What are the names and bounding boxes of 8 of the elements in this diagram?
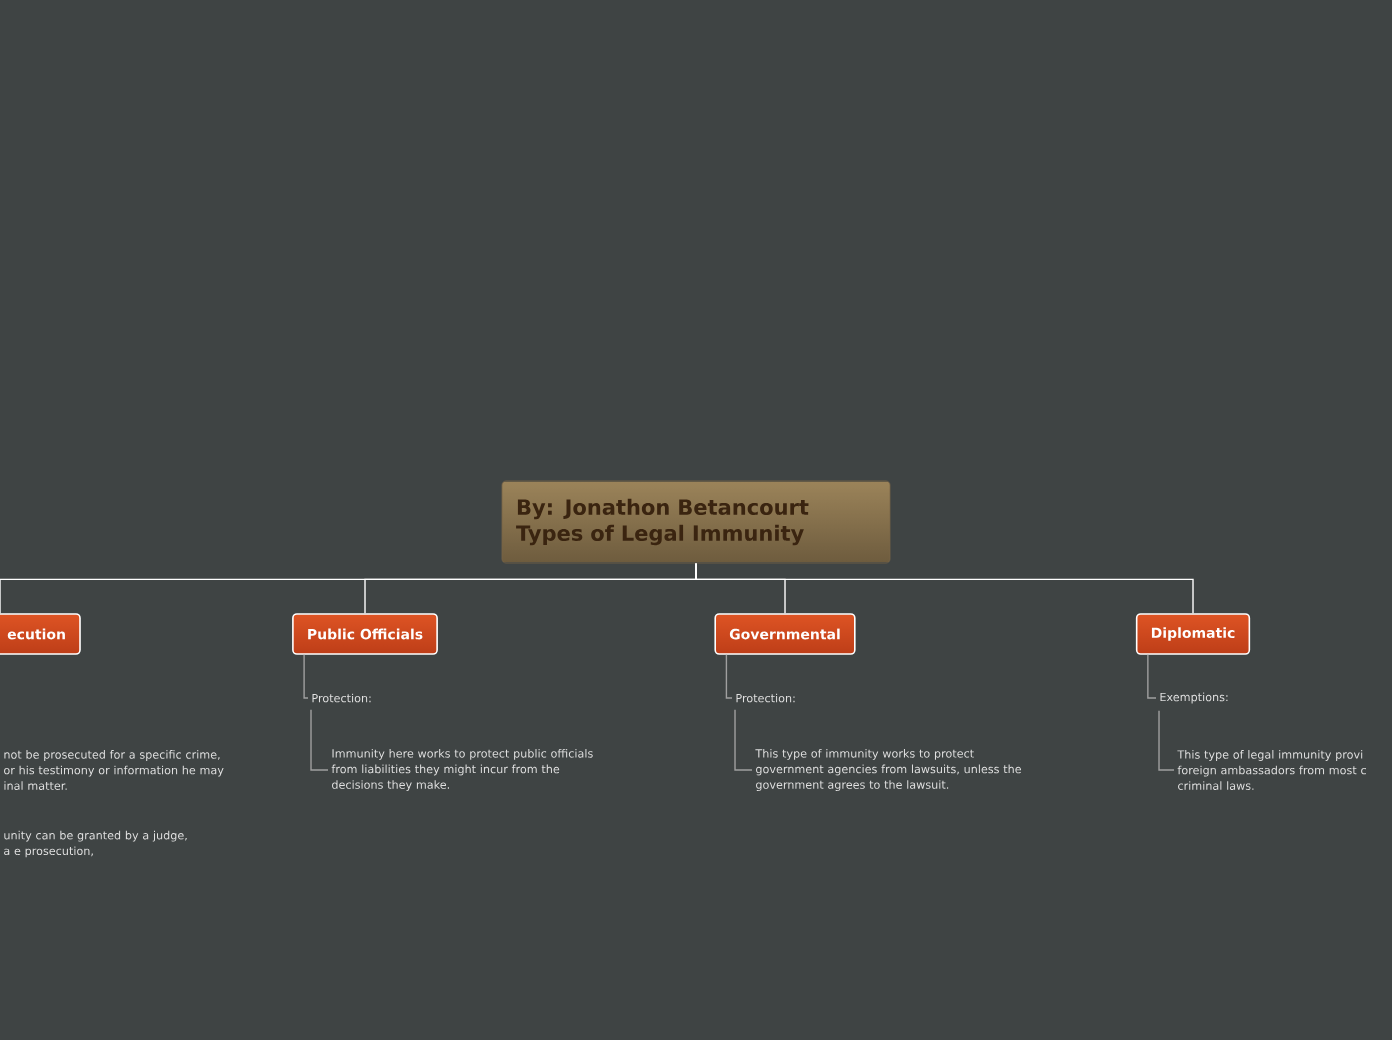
connector-line xyxy=(1158,710,1175,771)
connector-line xyxy=(303,654,309,699)
connector-line xyxy=(734,709,753,771)
connector-line xyxy=(695,562,1194,614)
connector-line xyxy=(1147,654,1157,699)
connector-line xyxy=(725,654,733,699)
connector-line xyxy=(310,709,329,771)
title-box: By: Jonathon Betancourt Types of Legal Immunity xyxy=(501,480,891,564)
